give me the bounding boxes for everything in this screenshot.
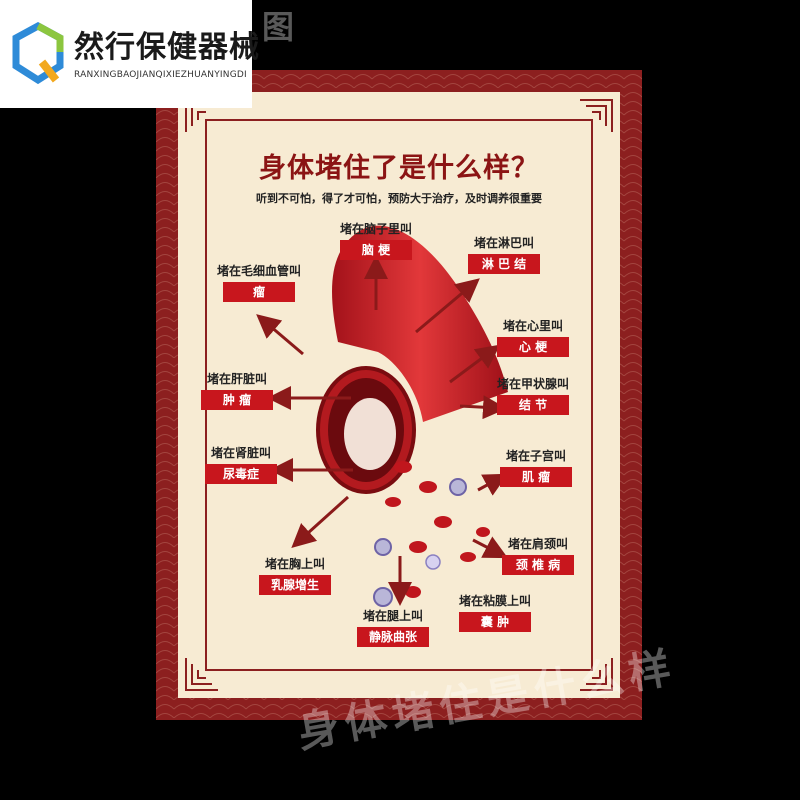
label-text: 堵在肝脏叫 [206,372,267,386]
label-uterus: 堵在子宫叫 肌 瘤 [481,447,591,487]
brand-logo-block: 然行保健器械 RANXINGBAOJIANQIXIEZHUANYINGDI [0,0,259,108]
label-text: 堵在心里叫 [502,319,563,333]
label-badge: 淋 巴 结 [468,254,540,274]
label-text: 堵在淋巴叫 [473,236,534,250]
poster-paper: 身体堵住了是什么样？ 听到不可怕，得了才可怕，预防大于治疗，及时调养很重要 堵在… [178,92,620,698]
label-thyroid: 堵在甲状腺叫 结 节 [478,375,588,415]
watermark-top: 图 [262,8,295,46]
label-text: 堵在胸上叫 [264,557,325,571]
label-badge: 心 梗 [497,337,569,357]
label-mucosa: 堵在粘膜上叫 囊 肿 [440,592,550,632]
label-lymph: 堵在淋巴叫 淋 巴 结 [449,234,559,274]
label-badge: 颈 椎 病 [502,555,574,575]
label-badge: 静脉曲张 [357,627,429,647]
label-text: 堵在腿上叫 [362,609,423,623]
label-leg: 堵在腿上叫 静脉曲张 [338,607,448,647]
label-chest: 堵在胸上叫 乳腺增生 [240,555,350,595]
label-text: 堵在肾脏叫 [210,446,271,460]
label-text: 堵在脑子里叫 [339,222,412,236]
label-text: 堵在粘膜上叫 [458,594,531,608]
label-heart: 堵在心里叫 心 梗 [478,317,588,357]
arrows [256,255,508,606]
label-badge: 囊 肿 [459,612,531,632]
brand-subtitle: RANXINGBAOJIANQIXIEZHUANYINGDI [74,70,247,80]
poster-title: 身体堵住了是什么样？ [259,153,539,184]
label-kidney: 堵在肾脏叫 尿毒症 [186,444,296,484]
brand-logo-icon [12,22,64,85]
label-text: 堵在子宫叫 [505,449,566,463]
label-badge: 肿 瘤 [201,390,273,410]
label-text: 堵在甲状腺叫 [496,377,569,391]
label-badge: 尿毒症 [205,464,277,484]
label-badge: 瘤 [223,282,295,302]
label-text: 堵在毛细血管叫 [216,264,301,278]
label-badge: 乳腺增生 [259,575,331,595]
label-badge: 结 节 [497,395,569,415]
poster: 身体堵住了是什么样？ 听到不可怕，得了才可怕，预防大于治疗，及时调养很重要 堵在… [156,70,642,720]
poster-subtitle: 听到不可怕，得了才可怕，预防大于治疗，及时调养很重要 [256,192,542,205]
label-capillary: 堵在毛细血管叫 瘤 [204,262,314,302]
label-badge: 脑 梗 [340,240,412,260]
label-badge: 肌 瘤 [500,467,572,487]
label-neck: 堵在肩颈叫 颈 椎 病 [483,535,593,575]
blood-cells [373,461,490,607]
label-liver: 堵在肝脏叫 肿 瘤 [182,370,292,410]
poster-artwork [185,99,613,691]
label-brain: 堵在脑子里叫 脑 梗 [321,220,431,260]
label-text: 堵在肩颈叫 [507,537,568,551]
brand-name: 然行保健器械 [74,30,260,65]
